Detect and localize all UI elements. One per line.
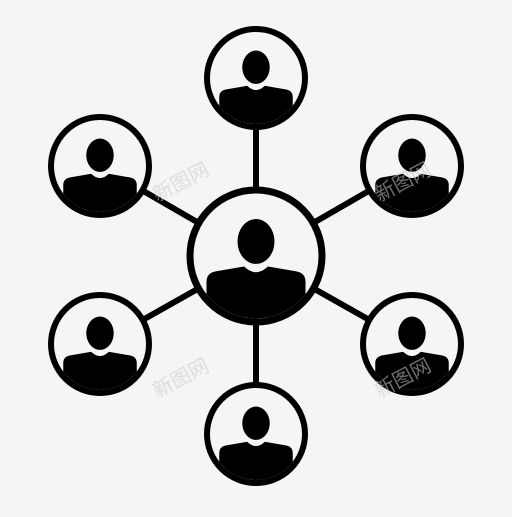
head-shape [242,406,270,440]
head-shape [237,219,275,264]
lower-right-person-icon [360,292,464,396]
lower-left-person-icon [48,292,152,396]
head-shape [398,138,426,172]
collar-gap [88,347,112,356]
bottom-person-icon [204,382,308,486]
collar-gap [240,260,272,273]
upper-left-person-icon [48,114,152,218]
collar-gap [88,169,112,178]
collar-gap [400,169,424,178]
head-shape [86,316,114,350]
collar-gap [400,347,424,356]
central-person-icon [186,186,326,326]
collar-gap [244,81,268,90]
head-shape [86,138,114,172]
upper-right-person-icon [360,114,464,218]
head-shape [242,50,270,84]
top-person-icon [204,26,308,130]
collar-gap [244,437,268,446]
head-shape [398,316,426,350]
